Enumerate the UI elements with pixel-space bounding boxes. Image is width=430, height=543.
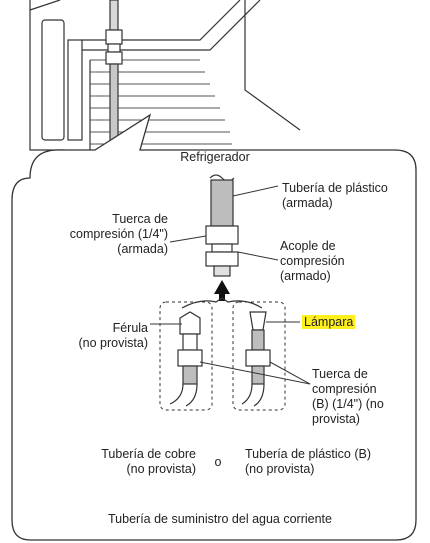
coupling-label: Acople de compresión (armado)	[280, 239, 400, 284]
plastic-b-label: Tubería de plástico (B) (no provista)	[245, 447, 415, 477]
nut-b-label-line2: compresión	[312, 382, 377, 396]
copper-tube-label-line2: (no provista)	[126, 462, 196, 476]
nut-b-label: Tuerca de compresión (B) (1/4") (no prov…	[312, 367, 422, 427]
compression-nut-label-line3: (armada)	[117, 242, 168, 256]
ferrule-label-line2: (no provista)	[78, 336, 148, 350]
leader-lines	[150, 185, 311, 385]
compression-nut-label-line1: Tuerca de	[112, 212, 168, 226]
copper-tube-label: Tubería de cobre (no provista)	[70, 447, 196, 477]
coupling-label-line1: Acople de	[280, 239, 336, 253]
plastic-tube-b-lamp	[241, 311, 271, 407]
compression-coupling	[205, 225, 239, 277]
coupling-label-line2: compresión	[280, 254, 345, 268]
refrigerator-label: Refrigerador	[180, 150, 250, 164]
plastic-b-label-line2: (no provista)	[245, 462, 315, 476]
copper-tube-ferrule	[169, 311, 203, 407]
copper-option-box	[159, 301, 213, 411]
callout-bubble	[11, 113, 417, 541]
plastic-tube-label-line2: (armada)	[282, 196, 333, 210]
ferrule-label-line1: Férula	[112, 321, 148, 335]
lamp-label-text: Lámpara	[302, 315, 356, 329]
plastic-option-box	[232, 301, 286, 411]
nut-b-label-line1: Tuerca de	[312, 367, 368, 381]
copper-tube-label-line1: Tubería de cobre	[101, 447, 196, 461]
compression-nut-label-line2: compresión (1/4")	[69, 227, 168, 241]
up-arrow	[214, 280, 230, 301]
plastic-tube-armed	[209, 174, 235, 227]
water-supply-label: Tubería de suministro del agua corriente	[108, 512, 332, 526]
plastic-b-label-line1: Tubería de plástico (B)	[245, 447, 371, 461]
lamp-label: Lámpara	[302, 315, 356, 330]
top-supply-pipe	[105, 0, 123, 155]
nut-b-label-line4: provista)	[312, 412, 360, 426]
nut-b-label-line3: (B) (1/4") (no	[312, 397, 384, 411]
compression-nut-label: Tuerca de compresión (1/4") (armada)	[40, 212, 168, 257]
plastic-tube-label: Tubería de plástico (armada)	[282, 181, 422, 211]
coupling-label-line3: (armado)	[280, 269, 331, 283]
fork-connector	[181, 297, 263, 309]
plastic-tube-label-line1: Tubería de plástico	[282, 181, 388, 195]
or-label: o	[214, 455, 222, 469]
ferrule-label: Férula (no provista)	[50, 321, 148, 351]
refrigerator-back-illustration	[29, 0, 301, 151]
